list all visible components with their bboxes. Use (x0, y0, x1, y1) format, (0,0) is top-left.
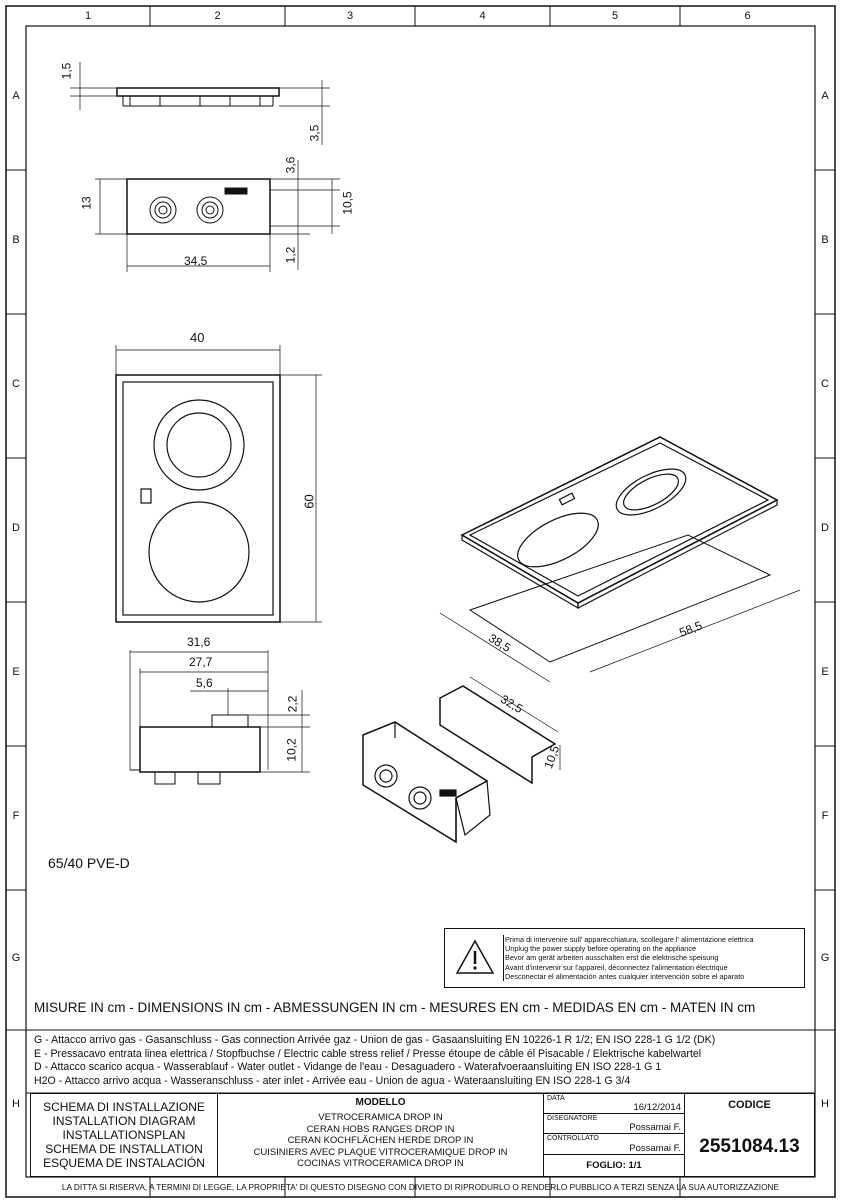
dim-27-7: 27,7 (189, 655, 213, 669)
measures-line: MISURE IN cm - DIMENSIONS IN cm - ABMESS… (34, 1000, 756, 1015)
schema-line: INSTALLATION DIAGRAM (52, 1114, 196, 1128)
dim-10-5: 10,5 (340, 191, 355, 215)
grid-row-d-right: D (821, 522, 829, 534)
side-section-view (129, 650, 310, 785)
grid-col-6: 6 (744, 10, 751, 22)
grid-row-g-left: G (11, 952, 21, 964)
grid-col-5: 5 (611, 10, 619, 22)
note-water-inlet: H2O - Attacco arrivo acqua - Wasseransch… (34, 1074, 631, 1087)
note-water-outlet: D - Attacco scarico acqua - Wasserablauf… (34, 1061, 662, 1073)
modello-line: CERAN KOCHFLÄCHEN HERDE DROP IN (287, 1135, 474, 1146)
schema-line: ESQUEMA DE INSTALACIÓN (43, 1156, 205, 1170)
codice-value: 2551084.13 (699, 1136, 800, 1157)
grid-row-f-right: F (821, 810, 829, 822)
dim-3-6: 3,6 (283, 156, 298, 174)
note-gas: G - Attacco arrivo gas - Gasanschluss - … (34, 1034, 716, 1046)
model-code: 65/40 PVE-D (48, 855, 130, 871)
grid-col-1: 1 (84, 10, 92, 22)
data-value: 16/12/2014 (633, 1102, 681, 1113)
note-electric: E - Pressacavo entrata linea elettrica /… (34, 1047, 702, 1060)
grid-col-3: 3 (346, 10, 354, 22)
grid-row-a-right: A (821, 90, 829, 102)
connection-notes: G - Attacco arrivo gas - Gasanschluss - … (34, 1034, 715, 1088)
grid-row-h-right: H (821, 1098, 829, 1110)
schema-line: SCHEMA DI INSTALLAZIONE (43, 1100, 205, 1114)
controllato-label: CONTROLLATO (547, 1135, 599, 1142)
front-panel-view (95, 160, 340, 272)
dim-1-5: 1,5 (59, 62, 74, 80)
grid-col-2: 2 (214, 10, 221, 22)
grid-row-b-left: B (12, 234, 20, 246)
warning-line: Prima di intervenire sull' apparecchiatu… (505, 935, 754, 944)
warning-icon (453, 935, 504, 981)
dim-13: 13 (79, 196, 94, 210)
disegnatore-label: DISEGNATORE (547, 1115, 598, 1122)
foglio-cell: FOGLIO: 1/1 (543, 1154, 685, 1177)
modello-line: COCINAS VITROCERAMICA DROP IN (297, 1158, 464, 1169)
warning-box: Prima di intervenire sull' apparecchiatu… (444, 928, 805, 988)
modello-label: MODELLO (355, 1097, 406, 1108)
grid-row-c-right: C (821, 378, 829, 390)
grid-row-d-left: D (12, 522, 20, 534)
schema-line: SCHEMA DE INSTALLATION (45, 1142, 203, 1156)
dim-60: 60 (301, 494, 317, 509)
foglio-value: FOGLIO: 1/1 (586, 1160, 642, 1171)
modello-cell: MODELLO VETROCERAMICA DROP IN CERAN HOBS… (217, 1093, 544, 1177)
dim-2-2: 2,2 (285, 695, 300, 713)
dim-3-5: 3,5 (307, 124, 322, 142)
controllato-value: Possamai F. (629, 1143, 681, 1154)
schema-line: INSTALLATIONSPLAN (62, 1128, 186, 1142)
dim-31-6: 31,6 (187, 635, 211, 649)
grid-row-f-left: F (12, 810, 20, 822)
data-cell: DATA 16/12/2014 (543, 1093, 685, 1114)
codice-cell: CODICE 2551084.13 (684, 1093, 815, 1177)
warning-line: Desconectar el alimentación antes cualqu… (505, 971, 745, 981)
warning-line: Avant d'intervenir sur l'appareil, décon… (505, 962, 728, 972)
grid-row-a-left: A (12, 90, 20, 102)
schema-cell: SCHEMA DI INSTALLAZIONE INSTALLATION DIA… (30, 1093, 218, 1177)
dim-40: 40 (190, 330, 205, 345)
disegnatore-cell: DISEGNATORE Possamai F. (543, 1113, 685, 1134)
top-plan-view (115, 345, 322, 623)
dim-1-2: 1,2 (283, 246, 298, 264)
grid-row-g-right: G (820, 952, 830, 964)
dim-5-6: 5,6 (196, 676, 213, 690)
grid-row-h-left: H (12, 1098, 20, 1110)
grid-row-e-right: E (821, 666, 829, 678)
modello-line: CERAN HOBS RANGES DROP IN (306, 1123, 455, 1135)
disegnatore-value: Possamai F. (629, 1122, 681, 1133)
side-profile-view (70, 62, 330, 145)
isometric-panel-view (362, 676, 561, 844)
controllato-cell: CONTROLLATO Possamai F. (543, 1133, 685, 1155)
grid-row-b-right: B (821, 234, 829, 246)
grid-col-4: 4 (479, 10, 486, 22)
codice-label: CODICE (728, 1099, 771, 1111)
data-label: DATA (547, 1095, 565, 1102)
isometric-hob-view (439, 436, 801, 683)
dim-10-2: 10,2 (284, 738, 299, 762)
footer-disclaimer: LA DITTA SI RISERVA, A TERMINI DI LEGGE,… (61, 1182, 780, 1192)
modello-line: CUISINIERS AVEC PLAQUE VITROCERAMIQUE DR… (253, 1146, 508, 1158)
grid-row-c-left: C (12, 378, 20, 390)
warning-line: Unplug the power supply before operating… (505, 944, 697, 954)
grid-row-e-left: E (12, 666, 20, 678)
warning-line: Bevor am gerät arbeiten ausschalten erst… (505, 953, 719, 963)
dim-34-5: 34,5 (184, 254, 208, 268)
modello-line: VETROCERAMICA DROP IN (318, 1112, 443, 1123)
